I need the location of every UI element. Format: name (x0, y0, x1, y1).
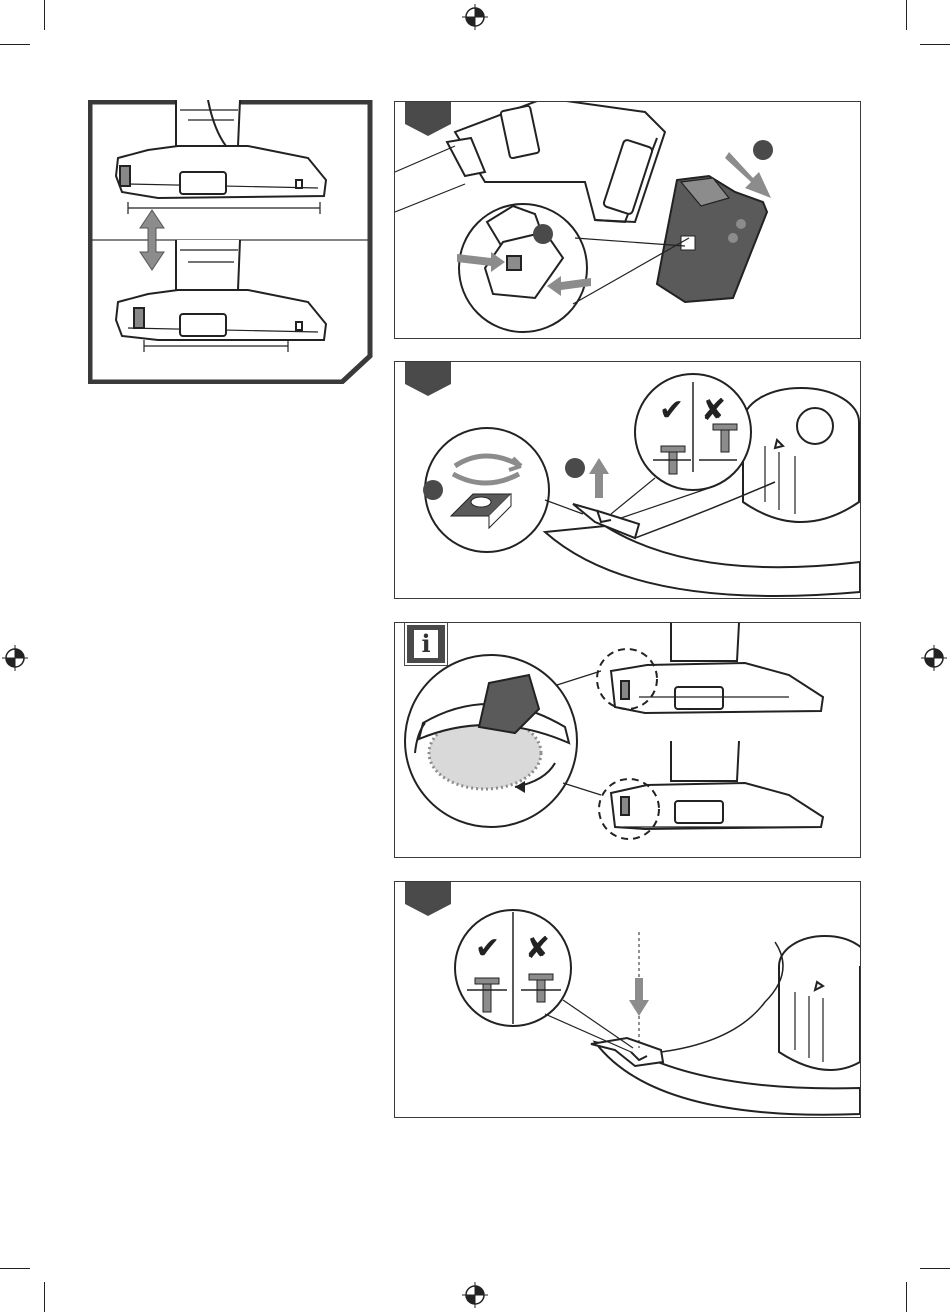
info-icon: i (405, 623, 447, 665)
crop-mark (0, 44, 30, 45)
crop-mark (44, 0, 45, 30)
step-tab (405, 882, 451, 916)
crop-mark (0, 1268, 30, 1269)
figure-height-adjust (88, 100, 374, 384)
registration-mark-left (2, 645, 28, 671)
figure-remove-battery (395, 102, 860, 338)
info-panel-guard-positions: i (394, 622, 861, 858)
battery-release-icon (657, 176, 767, 302)
highlight-circle-lower (599, 779, 659, 839)
correct-mark: ✔ (475, 931, 500, 966)
crop-mark (906, 1282, 907, 1312)
registration-mark-bottom (462, 1282, 488, 1308)
registration-mark-right (921, 645, 947, 671)
step-tab (405, 102, 451, 136)
incorrect-mark: ✘ (525, 931, 550, 966)
incorrect-mark: ✘ (701, 393, 726, 428)
highlight-circle-upper (597, 649, 657, 709)
figure-fit-screw: ✔ ✘ (395, 882, 860, 1117)
info-badge-text: i (414, 630, 438, 658)
up-arrow-icon (589, 458, 609, 498)
figure-guard-positions (395, 623, 860, 857)
crop-mark (920, 1268, 950, 1269)
figure-remove-screw: ✔ ✘ (395, 362, 860, 598)
correct-mark: ✔ (659, 393, 684, 428)
step-panel-remove-screw: ✔ ✘ (394, 361, 861, 599)
down-arrow-icon (629, 978, 649, 1016)
step-panel-remove-battery (394, 101, 861, 339)
crop-mark (906, 0, 907, 30)
step-tab (405, 362, 451, 396)
crop-mark (44, 1282, 45, 1312)
crop-mark (920, 44, 950, 45)
registration-mark-top (462, 4, 488, 30)
step-panel-fit-screw: ✔ ✘ (394, 881, 861, 1118)
